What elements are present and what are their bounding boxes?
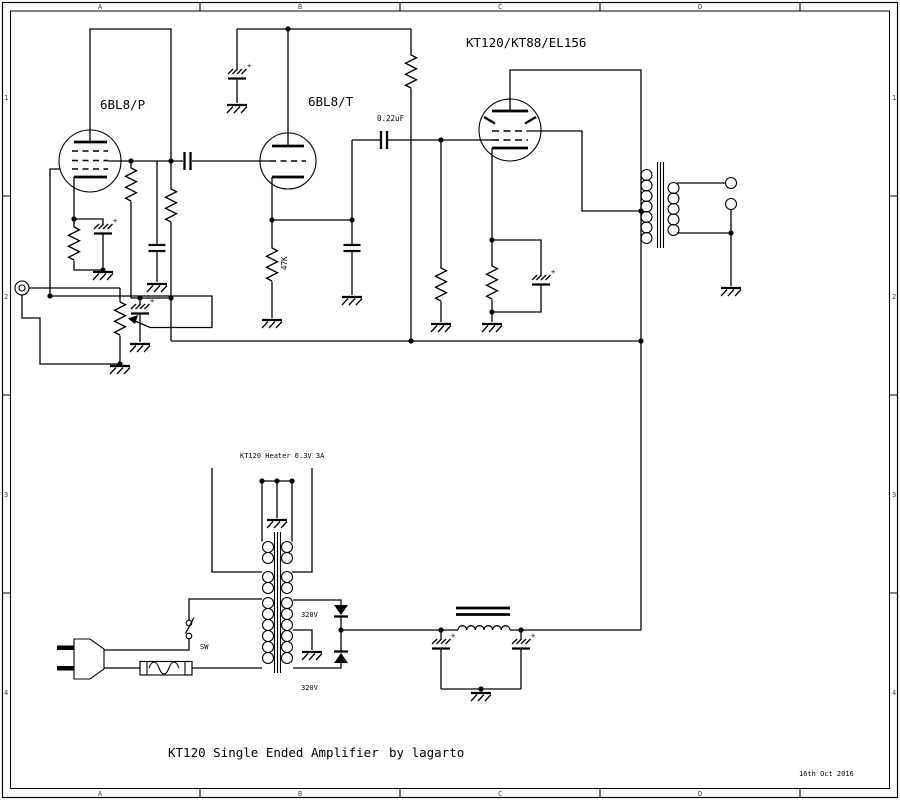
stage2-6bl8t: 6BL8/T + 47K [192, 26, 492, 341]
frame-row-1-right: 1 [892, 94, 896, 102]
power-switch [184, 617, 195, 640]
speaker-terminal-plus [724, 176, 738, 190]
switch-label: SW [200, 643, 209, 651]
bplus-drop-resistor [404, 29, 418, 341]
output-transformer [640, 162, 742, 297]
tube3-label: KT120/KT88/EL156 [466, 35, 586, 50]
ground-symbol [146, 282, 168, 293]
stage1-6bl8p: 6BL8/P + [58, 28, 192, 353]
plate-resistor-1 [124, 161, 138, 298]
ground-symbol [266, 518, 288, 529]
input-section [14, 168, 213, 375]
ground-symbol [720, 286, 742, 297]
frame-row-4-right: 4 [892, 689, 896, 697]
electrolytic-cap: + [130, 297, 154, 315]
schematic-byline: by lagarto [389, 745, 464, 760]
heater-note: KT120 Heater 6.3V 3A [240, 452, 325, 460]
ground-symbol [481, 322, 503, 333]
filter-cap-2: + [511, 632, 535, 650]
hv-bottom-label: 320V [301, 684, 319, 692]
ground-symbol [129, 342, 151, 353]
ground-symbol [109, 364, 131, 375]
fuse [139, 660, 193, 676]
coupling-cap-1 [183, 152, 192, 170]
schematic-title: KT120 Single Ended Amplifier [168, 745, 379, 760]
frame-row-4-left: 4 [4, 689, 8, 697]
schematic-date: 16th Oct 2016 [799, 770, 854, 778]
frame-col-a-top: A [98, 3, 103, 11]
rectifier-diode-2 [334, 650, 348, 663]
frame-col-c-bottom: C [498, 790, 502, 798]
input-jack [14, 280, 30, 296]
hv-top-label: 320V [301, 611, 319, 619]
frame-col-d-top: D [698, 3, 702, 11]
svg-text:+: + [247, 62, 251, 70]
frame-row-2-left: 2 [4, 293, 8, 301]
svg-text:+: + [531, 632, 535, 640]
tube1-label: 6BL8/P [100, 97, 145, 112]
coupling-cap-2 [379, 131, 389, 149]
bplus-rail [171, 240, 644, 630]
comp-capacitor [148, 243, 166, 253]
frame-row-3-right: 3 [892, 491, 896, 499]
frame-row-3-left: 3 [4, 491, 8, 499]
svg-text:+: + [551, 268, 555, 276]
output-stage-kt120: KT120/KT88/EL156 + [466, 35, 644, 333]
electrolytic-cap: + [531, 268, 555, 286]
ground-symbol [261, 318, 283, 329]
frame-col-b-bottom: B [298, 790, 302, 798]
plate-resistor-2 [164, 161, 178, 298]
speaker-terminal-minus [724, 197, 738, 211]
cathode-resistor-1 [67, 219, 103, 271]
title-block: KT120 Single Ended Amplifier by lagarto … [168, 745, 854, 778]
cathode-resistor-value: 47K [280, 256, 289, 270]
volume-pot [113, 301, 127, 364]
power-supply: KT120 Heater 6.3V 3A [57, 452, 641, 702]
frame-col-b-top: B [298, 3, 302, 11]
ac-plug [57, 638, 105, 680]
ground-symbol [341, 295, 363, 306]
coupling-cap-value: 0.22uF [377, 114, 405, 123]
ground-symbol [430, 322, 452, 333]
power-transformer [261, 532, 294, 673]
frame-col-c-top: C [498, 3, 502, 11]
ground-symbol [92, 270, 114, 281]
ground-symbol [470, 691, 492, 702]
frame-row-1-left: 1 [4, 94, 8, 102]
frame-col-a-bottom: A [98, 790, 103, 798]
ground-symbol [301, 650, 323, 661]
shunt-capacitor [343, 243, 361, 253]
electrolytic-cap: + [227, 62, 251, 80]
frame-col-d-bottom: D [698, 790, 702, 798]
frame-row-2-right: 2 [892, 293, 896, 301]
rectifier-diode-1 [334, 605, 348, 618]
cathode-resistor-47k [265, 220, 279, 318]
pot-wiper-arrow [128, 315, 138, 324]
filter-choke [456, 606, 511, 631]
tube2-label: 6BL8/T [308, 94, 354, 109]
filter-cap-1: + [431, 632, 455, 650]
ground-symbol [226, 103, 248, 114]
svg-text:+: + [113, 217, 117, 225]
grid-leak-resistor [434, 140, 448, 322]
svg-text:+: + [150, 297, 154, 305]
svg-text:+: + [451, 632, 455, 640]
